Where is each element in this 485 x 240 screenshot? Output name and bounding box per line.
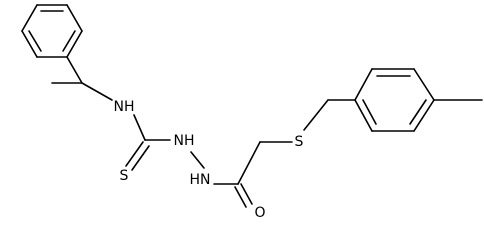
bond — [131, 145, 150, 171]
bond — [21, 4, 38, 32]
bond — [66, 56, 83, 84]
backbone-bonds — [51, 56, 356, 208]
bond — [133, 114, 146, 141]
bond-inner — [28, 30, 42, 52]
bond — [234, 186, 247, 208]
bond — [66, 4, 83, 32]
phenyl-ring — [21, 4, 83, 58]
molecule-structure: NH S NH HN O S — [21, 4, 483, 219]
bond — [240, 183, 253, 205]
bond — [413, 99, 435, 132]
bond-inner — [409, 99, 427, 125]
bond — [21, 30, 38, 58]
bond-inner — [62, 30, 76, 52]
bond — [66, 30, 83, 58]
atom-nh-benzyl: NH — [114, 99, 135, 115]
atom-hydrazide-nh-lower: HN — [190, 172, 211, 188]
bond-inner — [362, 99, 377, 125]
bond — [354, 68, 373, 101]
atom-carbonyl-o: O — [254, 205, 265, 219]
tolyl-ring — [354, 68, 483, 132]
atom-thione-s: S — [120, 168, 129, 184]
bond — [190, 151, 205, 169]
bond — [81, 82, 113, 101]
bond — [303, 99, 329, 131]
atom-hydrazide-nh-upper: NH — [174, 133, 195, 149]
bond — [354, 99, 373, 132]
atom-labels: NH S NH HN O S — [114, 99, 304, 219]
bond — [237, 141, 261, 185]
atom-thioether-s: S — [295, 134, 304, 150]
bond — [125, 141, 144, 167]
bond — [413, 68, 435, 101]
